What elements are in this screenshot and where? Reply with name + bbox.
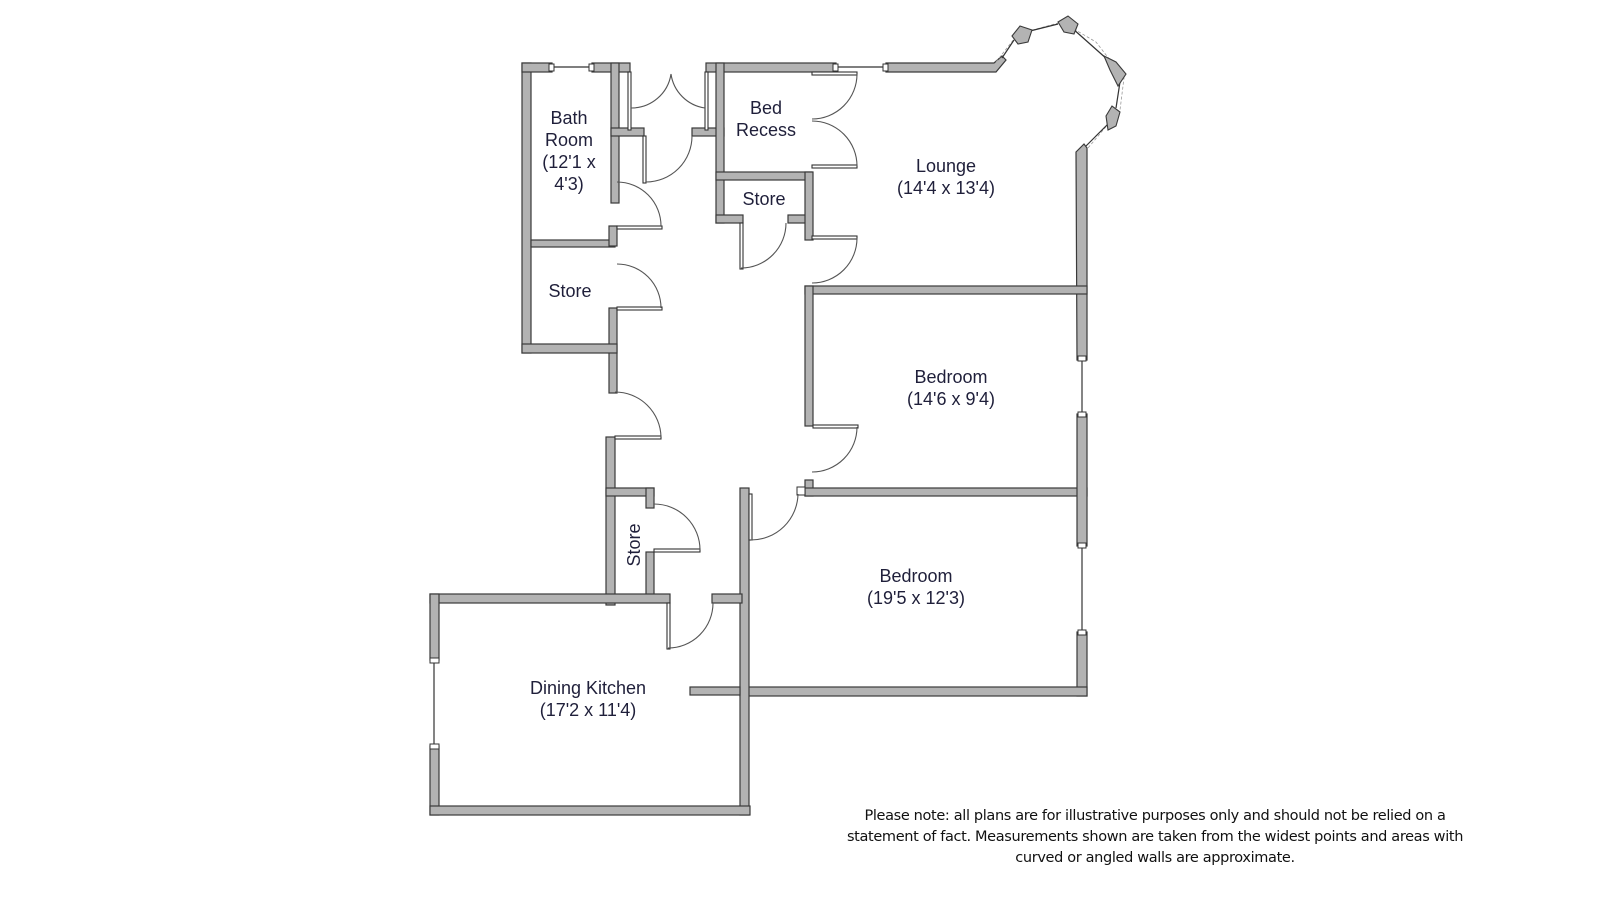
wall-store-upper-south-a [715,214,744,224]
wall-bedroom2-south [739,686,1088,697]
wall-bath-south [530,239,616,248]
room-labels: Bath Room (12'1 x 4'3) Bed Recess Store … [530,98,995,720]
wall-kitchen-stub [689,686,741,696]
disclaimer-line-2: statement of fact. Measurements shown ar… [846,829,1464,845]
bed-recess-label-line2: Recess [736,120,796,140]
bedroom-1-size: (14'6 x 9'4) [907,389,995,409]
wall-store-vertical-east-a [645,487,655,509]
bathroom-label-line1: Bath [550,108,587,128]
wall-kitchen-west-lower [429,745,440,816]
wall-north-lounge [885,55,1007,73]
lounge-size: (14'4 x 13'4) [897,178,995,198]
wall-lounge-west [804,171,814,241]
wall-recess-south [715,171,813,181]
bathroom-size-line1: (12'1 x [542,152,595,172]
bedroom-2-size: (19'5 x 12'3) [867,588,965,608]
wall-kitchen-north [429,593,671,604]
store-vertical-label: Store [624,523,644,566]
wall-recess-west [715,62,725,224]
wall-bedroom1-south [804,487,1088,497]
dining-kitchen-size: (17'2 x 11'4) [540,700,637,720]
bathroom-size-line2: 4'3) [554,174,583,194]
wall-bedroom-east-mid [1076,413,1088,547]
bay-window [995,15,1127,149]
disclaimer-note: Please note: all plans are for illustrat… [840,806,1470,869]
dining-kitchen-label: Dining Kitchen [530,678,646,698]
wall-kitchen-south [429,805,751,816]
wall-bedroom2-west [739,487,750,816]
wall-bath-south-stub [608,225,618,247]
bed-recess-label-line1: Bed [750,98,782,118]
bedroom-2-label: Bedroom [879,566,952,586]
disclaimer-line-3: curved or angled walls are approximate. [1015,850,1295,866]
wall-kitchen-north-right [711,593,743,604]
bathroom-label-line2: Room [545,130,593,150]
bedroom-1-label: Bedroom [914,367,987,387]
wall-west-upper [521,62,532,354]
store-upper-right-label: Store [742,189,785,209]
lounge-label: Lounge [916,156,976,176]
wall-hall-west-lower [605,436,616,606]
disclaimer-line-1: Please note: all plans are for illustrat… [864,808,1446,824]
wall-lounge-south [804,285,1088,295]
wall-store-left-south [521,343,618,354]
wall-north-recess [705,62,837,73]
wall-bedroom1-west [804,285,814,427]
wall-lounge-east [1075,143,1088,361]
wall-north-bath-a [521,62,553,73]
wall-kitchen-west-upper [429,593,440,661]
doors [614,71,859,650]
store-left-label: Store [548,281,591,301]
walls [429,55,1088,816]
